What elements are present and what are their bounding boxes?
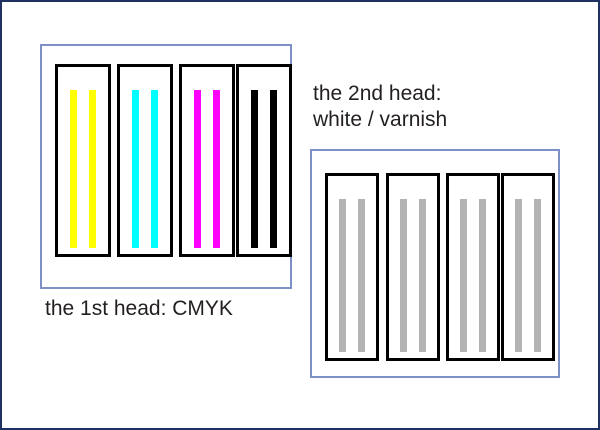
head-2-channel-4-box <box>501 173 555 361</box>
nozzle-bar <box>70 90 77 248</box>
nozzle-bar <box>213 90 220 248</box>
head-1-channel-magenta-bars <box>182 67 232 254</box>
head-2-channel-2-bars <box>389 176 437 358</box>
head-1-channel-yellow-bars <box>58 67 108 254</box>
head-1-channel-magenta-box <box>179 64 235 257</box>
head-2-channel-1-bars <box>328 176 376 358</box>
head-2-channel-3-bars <box>449 176 497 358</box>
head-2-channel-3-box <box>446 173 500 361</box>
nozzle-bar <box>89 90 96 248</box>
head-1-channel-yellow-box <box>55 64 111 257</box>
nozzle-bar <box>534 199 541 352</box>
nozzle-bar <box>194 90 201 248</box>
head-2-channel-2-box <box>386 173 440 361</box>
head-1-channel-cyan-bars <box>120 67 170 254</box>
nozzle-bar <box>515 199 522 352</box>
nozzle-bar <box>270 90 277 248</box>
head-1-panel <box>40 44 292 289</box>
head-1-caption: the 1st head: CMYK <box>45 297 233 320</box>
nozzle-bar <box>251 90 258 248</box>
nozzle-bar <box>400 199 407 352</box>
head-2-channel-1-box <box>325 173 379 361</box>
nozzle-bar <box>132 90 139 248</box>
nozzle-bar <box>419 199 426 352</box>
nozzle-bar <box>151 90 158 248</box>
head-1-channel-cyan-box <box>117 64 173 257</box>
head-1-channel-black-bars <box>239 67 289 254</box>
head-2-caption: the 2nd head: white / varnish <box>313 82 448 131</box>
nozzle-bar <box>339 199 346 352</box>
nozzle-bar <box>358 199 365 352</box>
nozzle-bar <box>479 199 486 352</box>
head-2-channel-4-bars <box>504 176 552 358</box>
nozzle-bar <box>460 199 467 352</box>
head-2-panel <box>310 149 560 378</box>
head-1-channel-black-box <box>236 64 292 257</box>
